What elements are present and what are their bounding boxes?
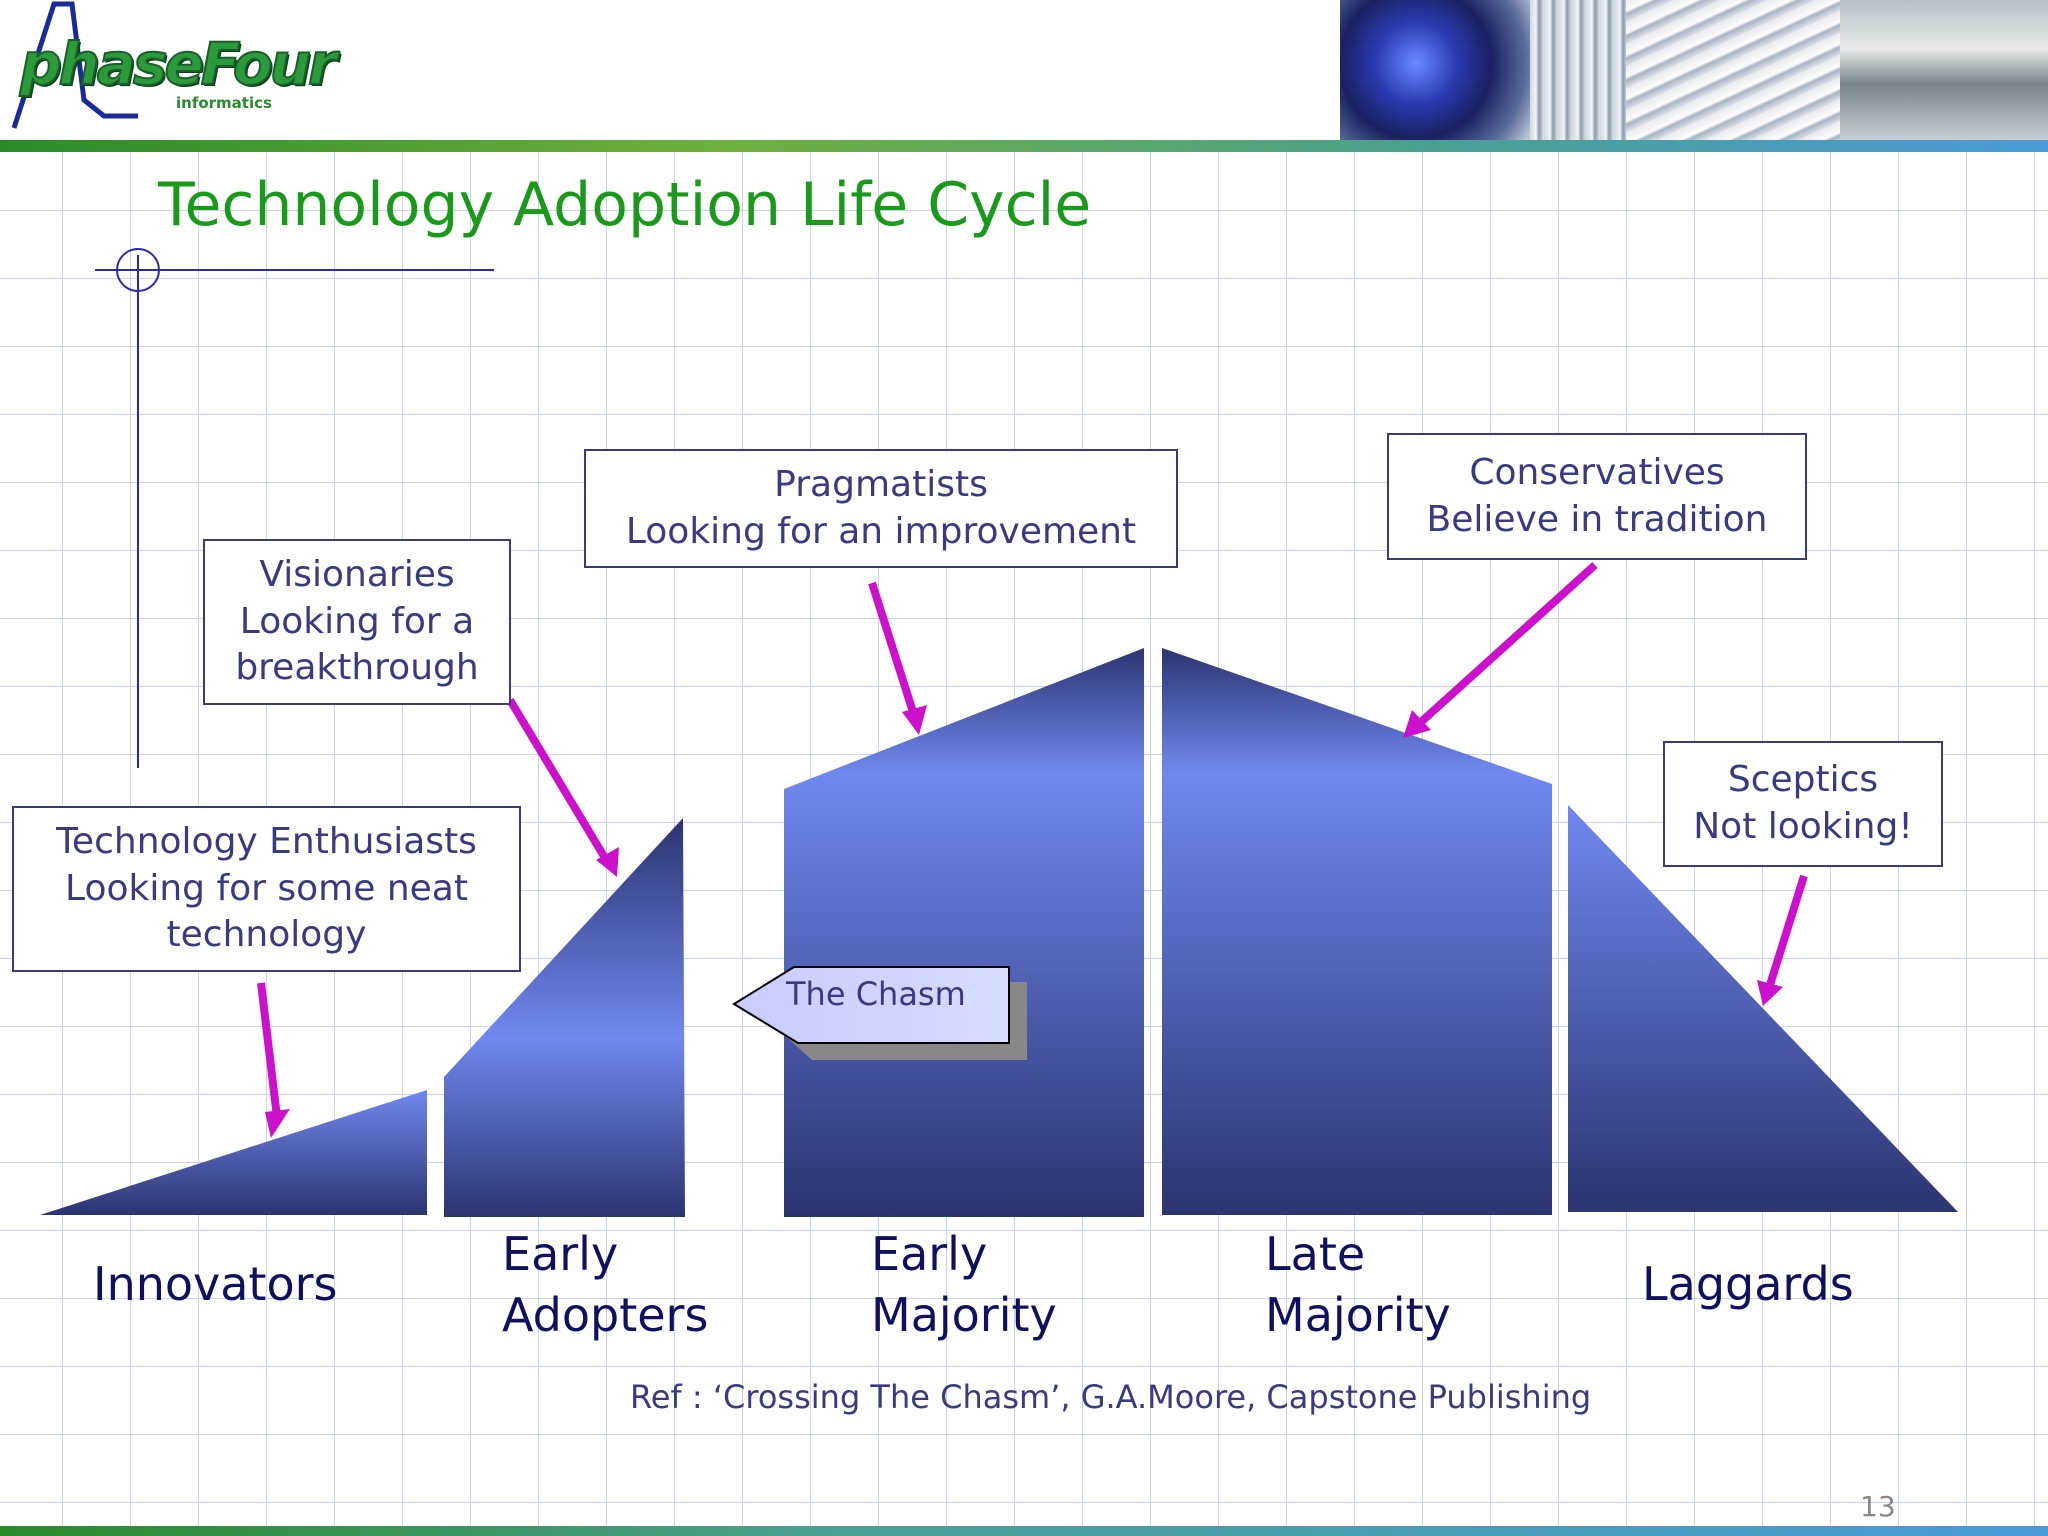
callout-line: Believe in tradition: [1426, 498, 1768, 540]
laggards-segment: [1568, 805, 1958, 1212]
crosshair-decoration: [95, 248, 494, 768]
logo-wordmark: phaseFour: [19, 29, 338, 99]
category-label-line: Innovators: [93, 1257, 338, 1311]
callout-line: Sceptics: [1727, 759, 1879, 801]
callout-line: Conservatives: [1469, 451, 1725, 493]
header-background: [0, 0, 1340, 140]
footer-band: [0, 1526, 2048, 1536]
callout-line: Looking for a: [239, 600, 475, 642]
glassware-photo: [1340, 0, 1530, 140]
sceptics-arrow: [1757, 874, 1808, 1006]
callout-line: Looking for some neat: [65, 867, 468, 909]
callout-arrows: [257, 562, 1808, 1138]
category-label-laggards: Laggards: [1642, 1254, 1854, 1315]
category-label-early-adopters: Early Adopters: [502, 1224, 708, 1345]
callout-line: Visionaries: [259, 553, 455, 595]
early-majority-segment: [784, 648, 1144, 1217]
visionaries-arrow: [506, 697, 619, 877]
callout-line: Not looking!: [1693, 806, 1913, 847]
sceptics-callout: Sceptics Not looking!: [1663, 741, 1943, 867]
callout-line: Technology Enthusiasts: [56, 820, 477, 862]
category-label-late-majority: Late Majority: [1265, 1224, 1451, 1345]
early-adopters-segment: [444, 818, 685, 1217]
late-majority-segment: [1162, 648, 1552, 1215]
category-label-line: Majority: [1265, 1287, 1451, 1342]
category-label-line: Adopters: [502, 1287, 709, 1342]
pragmatists-arrow: [868, 581, 927, 735]
category-label-innovators: Innovators: [93, 1254, 338, 1315]
visionaries-callout: Visionaries Looking for a breakthrough: [203, 539, 511, 705]
category-label-line: Early: [871, 1227, 988, 1281]
chasm-callout: [732, 966, 1010, 1044]
reference-citation: Ref : ‘Crossing The Chasm’, G.A.Moore, C…: [630, 1378, 1592, 1416]
callout-line: technology: [166, 914, 367, 956]
category-label-early-majority: Early Majority: [871, 1224, 1057, 1345]
enthusiasts-arrow: [257, 982, 290, 1138]
category-label-line: Majority: [871, 1287, 1057, 1342]
callout-line: Looking for an improvement: [625, 510, 1137, 552]
lab-equipment-photo: [1530, 0, 1626, 140]
logo-swoosh-icon: [11, 1, 138, 129]
logo-subtitle: informatics: [176, 94, 272, 112]
slide-title: Technology Adoption Life Cycle: [158, 170, 1092, 240]
category-label-line: Early: [502, 1227, 619, 1281]
company-logo[interactable]: phaseFour informatics: [8, 0, 338, 140]
callout-line: breakthrough: [235, 647, 479, 689]
conservatives-callout: Conservatives Believe in tradition: [1387, 433, 1807, 560]
enthusiasts-callout: Technology Enthusiasts Looking for some …: [12, 806, 521, 972]
category-label-line: Late: [1265, 1227, 1366, 1281]
callout-line: Pragmatists: [774, 463, 988, 505]
page-number: 13: [1860, 1490, 1896, 1523]
keyboard-photo: [1626, 0, 1840, 140]
conservatives-arrow: [1403, 562, 1598, 738]
lab-robot-photo: [1840, 0, 2048, 140]
header-photo-strip: [1340, 0, 2048, 140]
header-divider-band: [0, 140, 2048, 152]
innovators-segment: [40, 1090, 427, 1215]
pragmatists-callout: Pragmatists Looking for an improvement: [584, 449, 1178, 568]
chasm-label: The Chasm: [786, 975, 966, 1013]
category-label-line: Laggards: [1642, 1257, 1854, 1311]
